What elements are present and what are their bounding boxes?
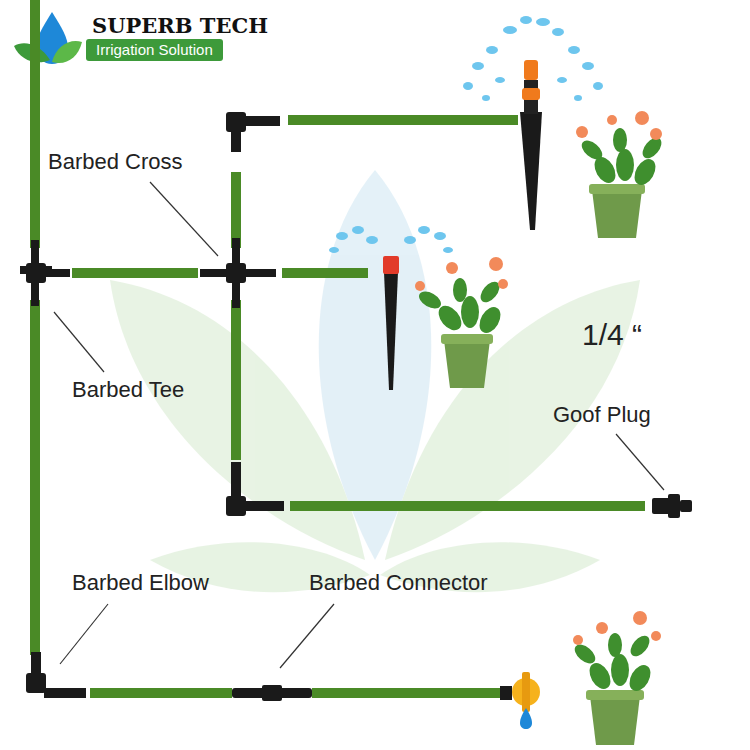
watermark-leaf xyxy=(110,170,640,592)
sprinkler-stake xyxy=(463,16,603,230)
tubing xyxy=(35,0,645,693)
leader-lines xyxy=(54,182,664,668)
micro-sprinkler-stake xyxy=(329,226,453,390)
potted-plant xyxy=(415,257,508,388)
part-label: 1/4 “ xyxy=(582,318,642,353)
fittings xyxy=(20,112,692,701)
part-label: Goof Plug xyxy=(553,402,651,427)
part-label: Barbed Connector xyxy=(309,570,488,595)
potted-plant xyxy=(571,611,661,745)
brand-name: SUPERB TECH xyxy=(86,14,272,37)
part-label: Barbed Cross xyxy=(48,149,183,174)
logo-icon xyxy=(14,12,82,64)
brand-tagline: Irrigation Solution xyxy=(86,39,223,61)
dripper xyxy=(500,672,540,729)
potted-plant xyxy=(576,111,665,238)
logo-box: SUPERB TECHIrrigation Solution xyxy=(86,14,272,61)
part-label: Barbed Tee xyxy=(72,377,184,402)
part-label: Barbed Elbow xyxy=(72,570,209,595)
